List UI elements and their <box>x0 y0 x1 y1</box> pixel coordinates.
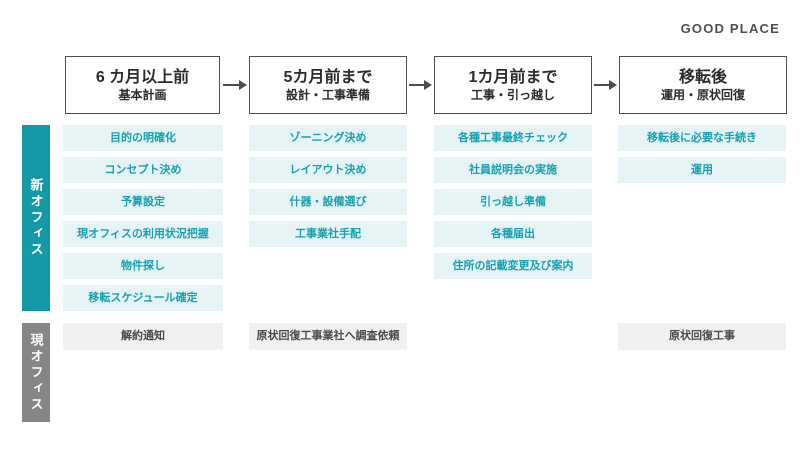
arrow-head <box>424 80 432 90</box>
task-item: レイアウト決め <box>249 157 407 183</box>
task-item: ゾーニング決め <box>249 125 407 151</box>
task-item: コンセプト決め <box>63 157 223 183</box>
phase-title: 移転後 <box>678 68 727 86</box>
arrow-head <box>609 80 617 90</box>
phase-box-3: 1カ月前まで 工事・引っ越し <box>434 56 592 114</box>
phase-subtitle: 工事・引っ越し <box>470 87 555 102</box>
task-item: 工事業社手配 <box>249 221 407 247</box>
arrow-right-icon <box>594 79 617 91</box>
task-item: 移転後に必要な手続き <box>618 125 786 151</box>
arrow-shaft <box>223 83 239 87</box>
phase-title: 6 カ月以上前 <box>95 68 190 86</box>
arrow-shaft <box>594 83 609 87</box>
task-item: 社員説明会の実施 <box>434 157 592 183</box>
task-item: 現オフィスの利用状況把握 <box>63 221 223 247</box>
arrow-shaft <box>409 83 424 87</box>
phase-box-1: 6 カ月以上前 基本計画 <box>65 56 220 114</box>
task-column-2: ゾーニング決め レイアウト決め 什器・設備選び 工事業社手配 <box>249 125 407 247</box>
brand-logo: GOOD PLACE <box>680 21 780 36</box>
phase-box-2: 5カ月前まで 設計・工事準備 <box>249 56 407 114</box>
task-item: 予算設定 <box>63 189 223 215</box>
phase-title: 5カ月前まで <box>283 68 373 86</box>
arrow-right-icon <box>223 79 247 91</box>
arrow-right-icon <box>409 79 432 91</box>
task-column-1: 目的の明確化 コンセプト決め 予算設定 現オフィスの利用状況把握 物件探し 移転… <box>63 125 223 311</box>
task-item: 各種届出 <box>434 221 592 247</box>
row-label-current-office: 現オフィス <box>22 323 50 422</box>
phase-title: 1カ月前まで <box>468 68 558 86</box>
task-item: 物件探し <box>63 253 223 279</box>
task-item: 住所の記載変更及び案内 <box>434 253 592 279</box>
current-office-task-item: 原状回復工事業社へ調査依頼 <box>249 323 407 350</box>
task-column-3: 各種工事最終チェック 社員説明会の実施 引っ越し準備 各種届出 住所の記載変更及… <box>434 125 592 279</box>
task-item: 目的の明確化 <box>63 125 223 151</box>
phase-box-4: 移転後 運用・原状回復 <box>619 56 787 114</box>
current-office-task-item: 原状回復工事 <box>618 323 786 350</box>
task-item: 各種工事最終チェック <box>434 125 592 151</box>
row-label-new-office: 新オフィス <box>22 125 50 311</box>
task-item: 什器・設備選び <box>249 189 407 215</box>
task-item: 運用 <box>618 157 786 183</box>
phase-subtitle: 基本計画 <box>118 87 167 102</box>
arrow-head <box>239 80 247 90</box>
task-item: 引っ越し準備 <box>434 189 592 215</box>
task-item: 移転スケジュール確定 <box>63 285 223 311</box>
phase-subtitle: 設計・工事準備 <box>285 87 370 102</box>
task-column-4: 移転後に必要な手続き 運用 <box>618 125 786 183</box>
phase-subtitle: 運用・原状回復 <box>660 87 745 102</box>
current-office-task-item: 解約通知 <box>63 323 223 350</box>
